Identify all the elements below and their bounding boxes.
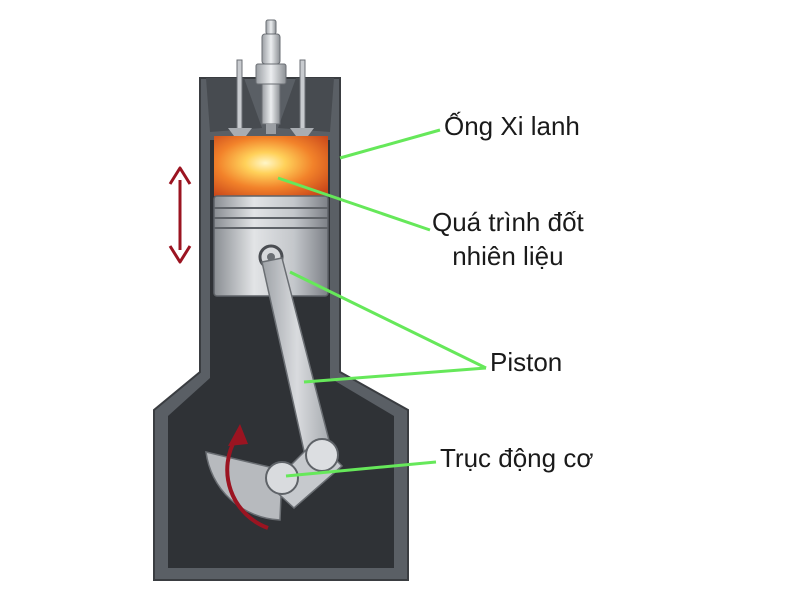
label-piston: Piston (490, 347, 563, 377)
leader-line-crankshaft (285, 460, 437, 478)
leader-lines (277, 128, 487, 478)
spark-plug (255, 19, 287, 134)
curved-arrow-icon (225, 424, 269, 530)
leader-line-cylinder (339, 128, 441, 160)
combustion-chamber (214, 136, 328, 196)
leader-line-piston-top (289, 270, 487, 370)
label-cylinder: Ống Xi lanh (444, 111, 580, 141)
label-combustion: Quá trình đốt nhiên liệu (432, 206, 584, 274)
label-combustion-line2: nhiên liệu (452, 240, 564, 271)
double-headed-arrow-icon (168, 166, 192, 264)
leader-line-combustion (277, 176, 431, 232)
leader-line-piston-rod (303, 366, 487, 384)
label-combustion-line1: Quá trình đốt (432, 207, 584, 237)
label-crankshaft: Trục động cơ (440, 443, 594, 473)
valves (228, 59, 314, 136)
